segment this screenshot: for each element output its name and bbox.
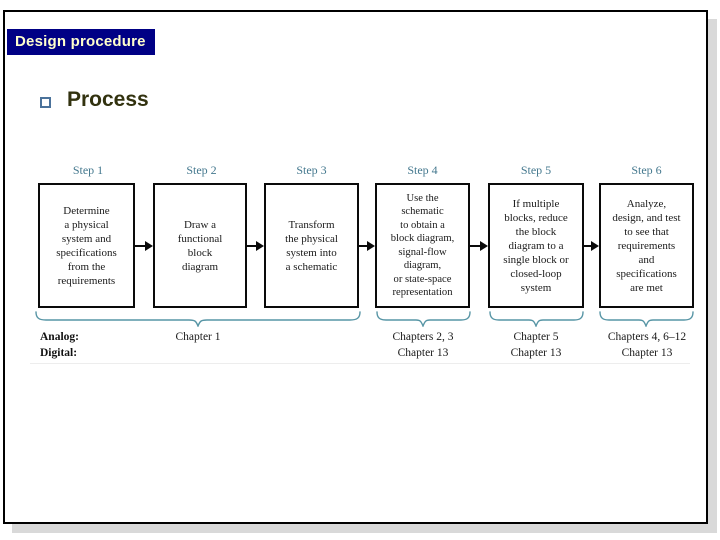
slide: Design procedure Process Step 1 Step 2 S… xyxy=(3,10,708,524)
flow-box-step-2: Draw a functional block diagram xyxy=(153,183,247,308)
flow-box-step-1: Determine a physical system and specific… xyxy=(38,183,135,308)
page-title: Process xyxy=(67,88,149,111)
flow-box-step-4: Use the schematic to obtain a block diag… xyxy=(375,183,470,308)
analog-chapter-step-5: Chapter 5 xyxy=(513,331,559,343)
step-label-4: Step 4 xyxy=(407,163,438,177)
arrow-right-icon xyxy=(584,240,599,252)
digital-row-label: Digital: xyxy=(40,347,78,359)
square-bullet-icon xyxy=(40,97,51,108)
step-label-2: Step 2 xyxy=(186,163,217,177)
analog-chapter-step-6: Chapters 4, 6–12 xyxy=(607,331,687,343)
step-label-6: Step 6 xyxy=(631,163,662,177)
analog-row-label: Analog: xyxy=(40,331,79,343)
arrow-right-icon xyxy=(135,240,153,252)
step-label-5: Step 5 xyxy=(520,163,552,177)
analog-chapter-steps-1-3: Chapter 1 xyxy=(175,331,221,343)
brace-steps-1-3 xyxy=(35,311,361,327)
brace-step-5 xyxy=(489,311,584,327)
arrow-right-icon xyxy=(470,240,488,252)
flow-box-step-6: Analyze, design, and test to see that re… xyxy=(599,183,694,308)
flow-box-step-3: Transform the physical system into a sch… xyxy=(264,183,359,308)
brace-step-4 xyxy=(376,311,471,327)
digital-chapter-step-4: Chapter 13 xyxy=(397,347,449,359)
slide-header-banner: Design procedure xyxy=(7,29,155,55)
figure-bottom-edge xyxy=(30,363,690,364)
analog-chapter-step-4: Chapters 2, 3 xyxy=(392,331,454,343)
digital-chapter-step-6: Chapter 13 xyxy=(621,347,673,359)
step-label-3: Step 3 xyxy=(296,163,327,177)
arrow-right-icon xyxy=(247,240,264,252)
arrow-right-icon xyxy=(359,240,375,252)
step-label-1: Step 1 xyxy=(72,163,104,177)
banner-label: Design procedure xyxy=(15,33,146,50)
flow-box-step-5: If multiple blocks, reduce the block dia… xyxy=(488,183,584,308)
digital-chapter-step-5: Chapter 13 xyxy=(510,347,562,359)
brace-step-6 xyxy=(599,311,694,327)
